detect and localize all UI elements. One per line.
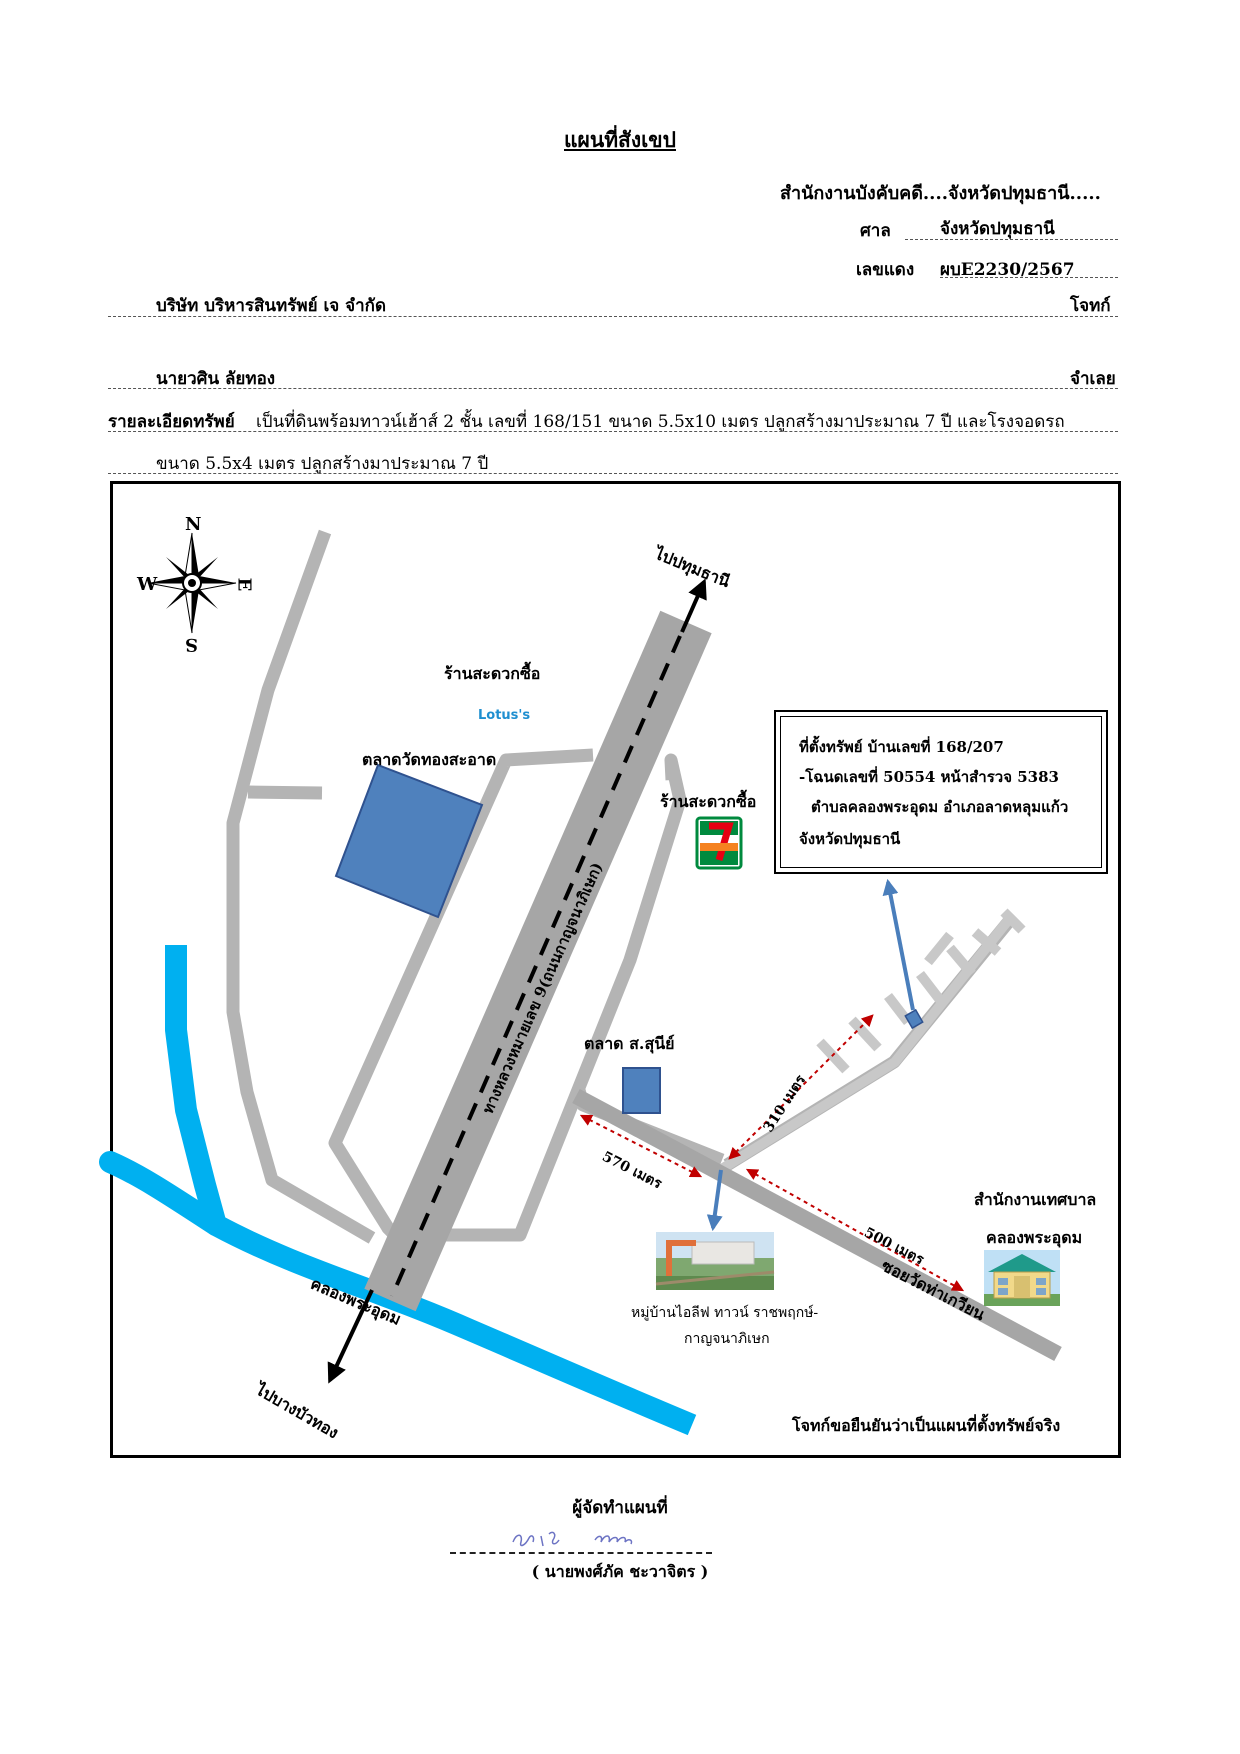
property-info-box: ที่ตั้งทรัพย์ บ้านเลขที่ 168/207 -โฉนดเล… [774,710,1108,874]
compass-e: E [233,577,255,592]
distance-500 [745,1168,965,1292]
arrow-to-pathum [680,578,707,633]
info-line-3: ตำบลคลองพระอุดม อำเภอลาดหลุมแก้ว [811,798,1069,816]
plaintiff-underline [108,316,1118,317]
label-municipal-line-1: สำนักงานเทศบาล [974,1190,1097,1209]
label-market-wat-thong-sa-at: ตลาดวัดทองสะอาด [362,750,497,769]
property-underline-1 [108,431,1118,432]
property-info-inner: ที่ตั้งทรัพย์ บ้านเลขที่ 168/207 -โฉนดเล… [780,716,1102,868]
property-underline-2 [108,473,1118,474]
case-label: เลขแดง [856,260,915,280]
label-convenience-store-2: ร้านสะดวกซื้อ [660,792,757,811]
canal-branch [99,1151,227,1236]
page-title: แผนที่สังเขป [564,127,676,152]
property-pointer [882,878,915,1011]
office-line: สำนักงานบังคับคดี....จังหวัดปทุมธานี....… [780,183,1101,204]
case-number: ผบE2230/2567 [940,260,1075,280]
defendant-underline [108,388,1118,389]
distance-310 [728,1014,874,1160]
label-convenience-store-1: ร้านสะดวกซื้อ [444,664,541,683]
case-underline [940,277,1118,278]
arrow-to-bangbuathong [327,1289,374,1384]
property-label: รายละเอียดทรัพย์ [108,412,235,432]
seven-eleven-logo-icon [695,816,743,870]
compass-icon [147,532,237,634]
map-maker-name: ( นายพงศ์ภัค ชะวาจิตร ) [531,1562,709,1581]
market-wat-thong-sa-at-building [334,763,484,919]
info-line-4: จังหวัดปทุมธานี [799,830,901,848]
canal-khlong-phra-udom [165,945,697,1436]
label-municipal-line-2: คลองพระอุดม [986,1228,1083,1247]
market-so-sunee-building [622,1067,661,1114]
label-village-line-1: หมู่บ้านไอลีฟ ทาวน์ ราชพฤกษ์- [631,1305,819,1321]
court-value: จังหวัดปทุมธานี [940,219,1055,239]
signature-icon [512,1531,633,1547]
highway-centerline [390,635,682,1297]
compass-n: N [185,514,202,535]
confirmation-note: โจทก์ขอยืนยันว่าเป็นแผนที่ตั้งทรัพย์จริง [792,1416,1061,1435]
defendant-name: นายวศิน ลัยทอง [156,369,276,389]
court-label: ศาล [860,221,891,241]
municipal-office-photo [984,1250,1060,1306]
local-roads [226,529,1016,1245]
property-marker [904,1008,924,1030]
info-line-1: ที่ตั้งทรัพย์ บ้านเลขที่ 168/207 [799,738,1004,756]
info-line-2: -โฉนดเลขที่ 50554 หน้าสำรวจ 5383 [799,768,1059,786]
plaintiff-role: โจทก์ [1070,296,1111,316]
distance-570 [579,1114,703,1178]
village-pointer [706,1169,723,1232]
signature-line [450,1552,712,1554]
compass-s: S [185,634,198,655]
court-underline [905,239,1118,240]
map-maker-label: ผู้จัดทำแผนที่ [572,1498,668,1518]
defendant-role: จำเลย [1070,369,1116,389]
compass-w: W [137,574,158,595]
property-line-1: เป็นที่ดินพร้อมทาวน์เฮ้าส์ 2 ชั้น เลขที่… [256,412,1065,432]
map-frame [110,481,1121,1458]
plaintiff-name: บริษัท บริหารสินทรัพย์ เจ จำกัด [156,296,387,316]
label-market-so-sunee: ตลาด ส.สุนีย์ [584,1034,675,1053]
village-photo [655,1232,775,1290]
label-village-line-2: กาญจนาภิเษก [684,1331,770,1347]
property-line-2: ขนาด 5.5x4 เมตร ปลูกสร้างมาประมาณ 7 ปี [156,454,489,474]
lotus-logo-icon: Lotus's [478,708,531,723]
